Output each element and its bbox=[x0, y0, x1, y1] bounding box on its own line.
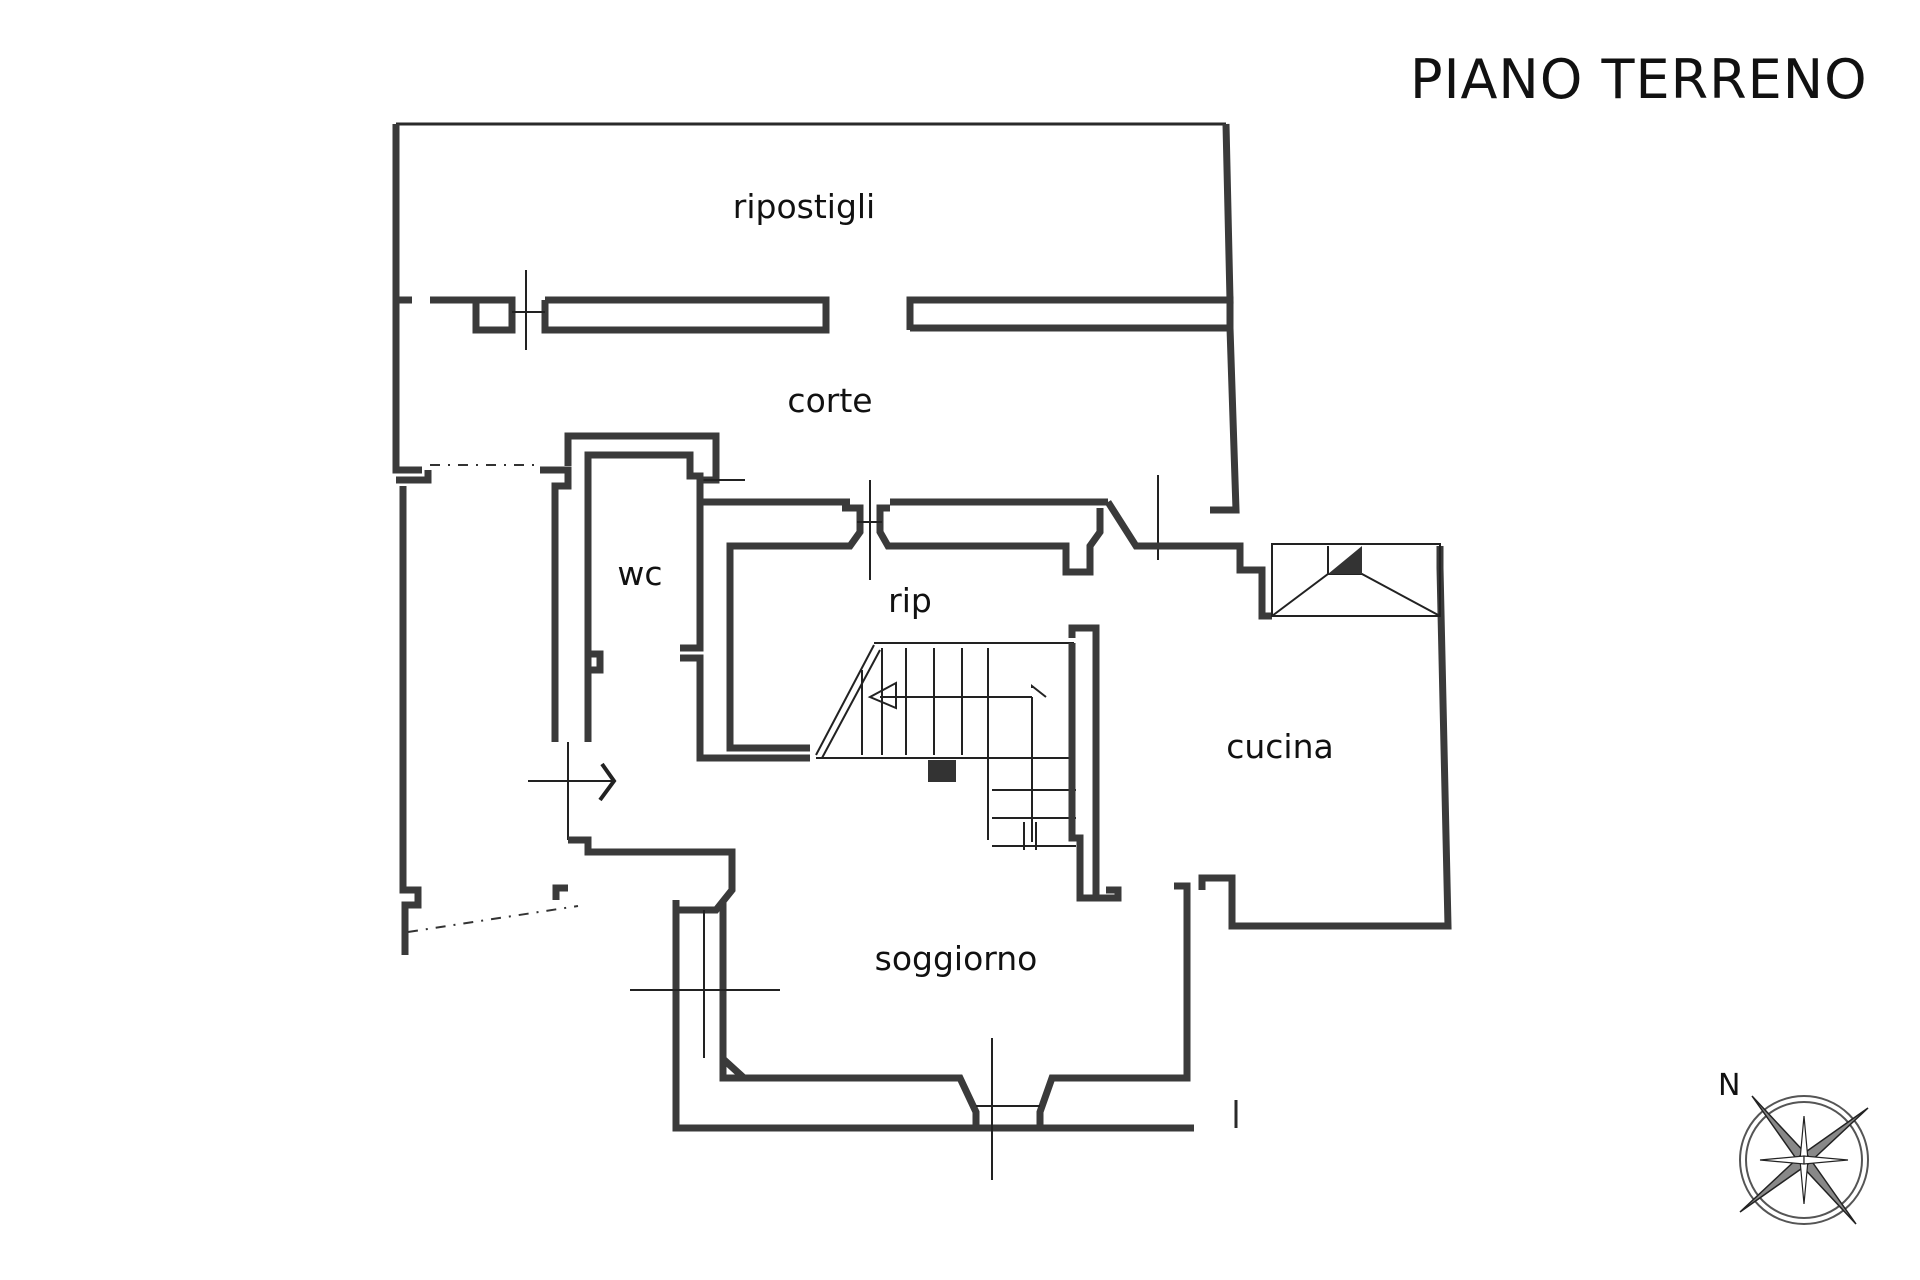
stair-arrow-icon bbox=[867, 681, 897, 710]
wall-wc-right bbox=[680, 654, 810, 762]
room-wc: wc bbox=[584, 451, 810, 762]
wall-soggiorno-bottom-left bbox=[744, 1074, 980, 1126]
wall-pier-stair-inner bbox=[1068, 643, 1096, 902]
wall-ripostigli-right bbox=[1065, 123, 1234, 304]
stair-rail-2 bbox=[821, 649, 881, 759]
room-label-cucina: cucina bbox=[1226, 727, 1334, 766]
wall-corridor-inner bbox=[540, 466, 572, 742]
wall-rip bbox=[726, 504, 864, 752]
room-corte: corte bbox=[392, 300, 1240, 580]
plan-title: PIANO TERRENO bbox=[1410, 48, 1868, 111]
wall-soggiorno-outer bbox=[672, 900, 1086, 1132]
hob-outline bbox=[1271, 543, 1441, 617]
wall-ripostigli-left bbox=[392, 124, 412, 304]
left-corridor bbox=[396, 464, 579, 955]
wall-rip-top bbox=[876, 504, 1104, 576]
room-ripostigli: ripostigli bbox=[392, 122, 1234, 350]
stair-arrow-end bbox=[1031, 683, 1047, 698]
wall-soggiorno-right bbox=[1036, 882, 1191, 1126]
room-label-soggiorno: soggiorno bbox=[875, 939, 1038, 978]
room-label-corte: corte bbox=[787, 381, 872, 420]
wall-corte-bottom-left bbox=[564, 432, 850, 506]
room-rip: rip bbox=[726, 504, 1104, 752]
central-pier bbox=[1068, 624, 1122, 902]
wall-corte-left bbox=[392, 300, 422, 474]
north-label: N bbox=[1718, 1068, 1741, 1103]
wall-pier-left bbox=[430, 296, 516, 334]
staircase bbox=[815, 642, 1076, 850]
entrance bbox=[528, 742, 617, 840]
wall-cucina-top bbox=[1105, 500, 1272, 620]
wall-corte-right bbox=[1210, 327, 1240, 514]
hood-flue bbox=[1328, 546, 1362, 574]
wall-corridor-outer bbox=[399, 486, 422, 955]
room-label-wc: wc bbox=[617, 554, 662, 593]
hood-outline bbox=[1271, 573, 1441, 617]
chimney-flue bbox=[928, 760, 956, 782]
wall-wc-notch bbox=[588, 650, 604, 674]
wall-corridor-top bbox=[396, 470, 432, 484]
entrance-arrow-icon bbox=[598, 762, 617, 802]
room-soggiorno: soggiorno bbox=[552, 836, 1238, 1180]
wall-wc bbox=[584, 451, 704, 742]
compass-rose-icon bbox=[1739, 1095, 1869, 1225]
wall-divider-left bbox=[541, 296, 830, 334]
passage-bottom bbox=[407, 905, 579, 933]
room-cucina: cucina bbox=[1105, 500, 1452, 930]
wall-divider-right bbox=[906, 296, 1234, 332]
wall-corridor-end bbox=[552, 884, 568, 900]
wall-soggiorno-top-left bbox=[568, 836, 736, 914]
stair-rail-1 bbox=[815, 644, 875, 756]
room-label-ripostigli: ripostigli bbox=[733, 187, 875, 226]
room-label-rip: rip bbox=[888, 581, 932, 620]
